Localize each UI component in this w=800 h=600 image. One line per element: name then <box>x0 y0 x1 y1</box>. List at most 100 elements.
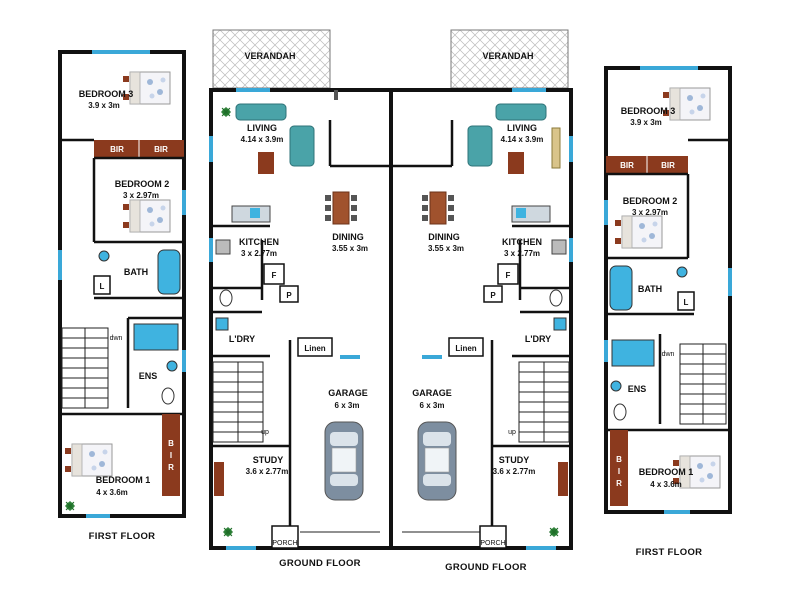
bedroom3-label: BEDROOM 3 <box>79 89 134 99</box>
stairs-icon <box>518 361 570 443</box>
right-ground-floor: VERANDAH F P up <box>389 29 573 573</box>
garage-dimensions: 6 x 3m <box>420 401 445 410</box>
linen-cupboard <box>448 337 484 357</box>
verandah-label: VERANDAH <box>482 51 533 61</box>
sofa-icon <box>467 125 493 167</box>
ensuite-label: ENS <box>139 371 158 381</box>
bir-label: BIR <box>620 161 634 170</box>
bath-label: BATH <box>638 284 662 294</box>
right-first-floor: BIR BIR L dwn B I R BEDROOM 3 3.9 x 3m <box>604 66 732 558</box>
dining-label: DINING <box>332 232 364 242</box>
basin-icon <box>610 380 622 392</box>
car-icon <box>417 421 457 501</box>
basin-icon <box>166 360 178 372</box>
kitchen-dimensions: 3 x 2.77m <box>241 249 277 258</box>
toilet-icon <box>161 387 175 405</box>
bedroom1-dimensions: 4 x 3.6m <box>650 480 682 489</box>
stove-icon <box>215 239 231 255</box>
linen-cupboard <box>297 337 333 357</box>
dining-table-icon <box>421 191 455 225</box>
laundry-label: L'DRY <box>525 334 551 344</box>
plant-icon <box>220 106 232 118</box>
fridge-label: F <box>272 271 277 280</box>
verandah-label: VERANDAH <box>244 51 295 61</box>
porch-area <box>479 525 507 549</box>
plant-icon <box>64 500 76 512</box>
stove-icon <box>551 239 567 255</box>
coffee-table-icon <box>508 152 524 174</box>
bedroom2-label: BEDROOM 2 <box>623 196 678 206</box>
dining-label: DINING <box>428 232 460 242</box>
bir-cupboard <box>610 430 628 506</box>
kitchen-dimensions: 3 x 2.77m <box>504 249 540 258</box>
basin-icon <box>676 266 688 278</box>
bir-letter: I <box>618 467 620 476</box>
study-label: STUDY <box>499 455 530 465</box>
kitchen-label: KITCHEN <box>239 237 279 247</box>
porch-area <box>271 525 299 549</box>
garage-label: GARAGE <box>412 388 452 398</box>
bir-label: BIR <box>661 161 675 170</box>
porch-label: PORCH <box>480 540 505 547</box>
bedroom1-dimensions: 4 x 3.6m <box>96 488 128 497</box>
stairs-up-label: up <box>508 429 516 436</box>
living-label: LIVING <box>247 123 277 133</box>
bedroom1-label: BEDROOM 1 <box>639 467 694 477</box>
stairs-icon <box>212 361 264 443</box>
living-label: LIVING <box>507 123 537 133</box>
study-dimensions: 3.6 x 2.77m <box>493 467 536 476</box>
bir-letter: I <box>170 451 172 460</box>
coffee-table-icon <box>258 152 274 174</box>
bathtub-icon <box>609 265 633 311</box>
dining-dimensions: 3.55 x 3m <box>428 244 464 253</box>
sofa-icon <box>495 103 547 121</box>
left-first-floor: BIR BIR L dwn B I R <box>58 50 186 542</box>
toilet-icon <box>613 403 627 421</box>
shower-icon <box>133 323 179 351</box>
left-ground-floor: VERANDAH F P <box>209 29 393 569</box>
laundry-tub-icon <box>553 317 567 331</box>
bedroom1-label: BEDROOM 1 <box>96 475 151 485</box>
stairs-down-label: dwn <box>110 335 123 342</box>
kitchen-label: KITCHEN <box>502 237 542 247</box>
fridge-label: F <box>506 271 511 280</box>
linen-label: Linen <box>455 344 476 353</box>
bir-letter: R <box>168 463 174 472</box>
laundry-label: L'DRY <box>229 334 255 344</box>
verandah-area <box>212 29 331 89</box>
study-dimensions: 3.6 x 2.77m <box>246 467 289 476</box>
garage-dimensions: 6 x 3m <box>335 401 360 410</box>
bir-cupboard <box>162 414 180 496</box>
linen-label: Linen <box>304 344 325 353</box>
stairs-icon <box>61 327 109 409</box>
bir-label: BIR <box>154 145 168 154</box>
plant-icon <box>222 526 234 538</box>
garage-label: GARAGE <box>328 388 368 398</box>
sofa-icon <box>289 125 315 167</box>
bed-icon <box>64 443 113 477</box>
basin-icon <box>98 250 110 262</box>
bath-label: BATH <box>124 267 148 277</box>
ground-floor-caption: GROUND FLOOR <box>445 562 527 573</box>
stairs-down-label: dwn <box>662 351 675 358</box>
linen-cupboard-label: L <box>684 298 689 307</box>
stairs-icon <box>679 343 727 425</box>
ensuite-label: ENS <box>628 384 647 394</box>
first-floor-caption: FIRST FLOOR <box>89 531 156 542</box>
bedroom3-dimensions: 3.9 x 3m <box>630 118 662 127</box>
bed-icon <box>614 215 663 249</box>
porch-label: PORCH <box>272 540 297 547</box>
study-desk-icon <box>558 462 568 496</box>
bathtub-icon <box>157 249 181 295</box>
verandah-area <box>450 29 569 89</box>
cabinet-icon <box>551 127 561 169</box>
linen-cupboard-label: L <box>100 282 105 291</box>
stairs-up-label: up <box>261 429 269 436</box>
bir-letter: B <box>168 439 174 448</box>
living-dimensions: 4.14 x 3.9m <box>501 135 544 144</box>
bir-letter: R <box>616 479 622 488</box>
toilet-icon <box>219 289 233 307</box>
living-dimensions: 4.14 x 3.9m <box>241 135 284 144</box>
